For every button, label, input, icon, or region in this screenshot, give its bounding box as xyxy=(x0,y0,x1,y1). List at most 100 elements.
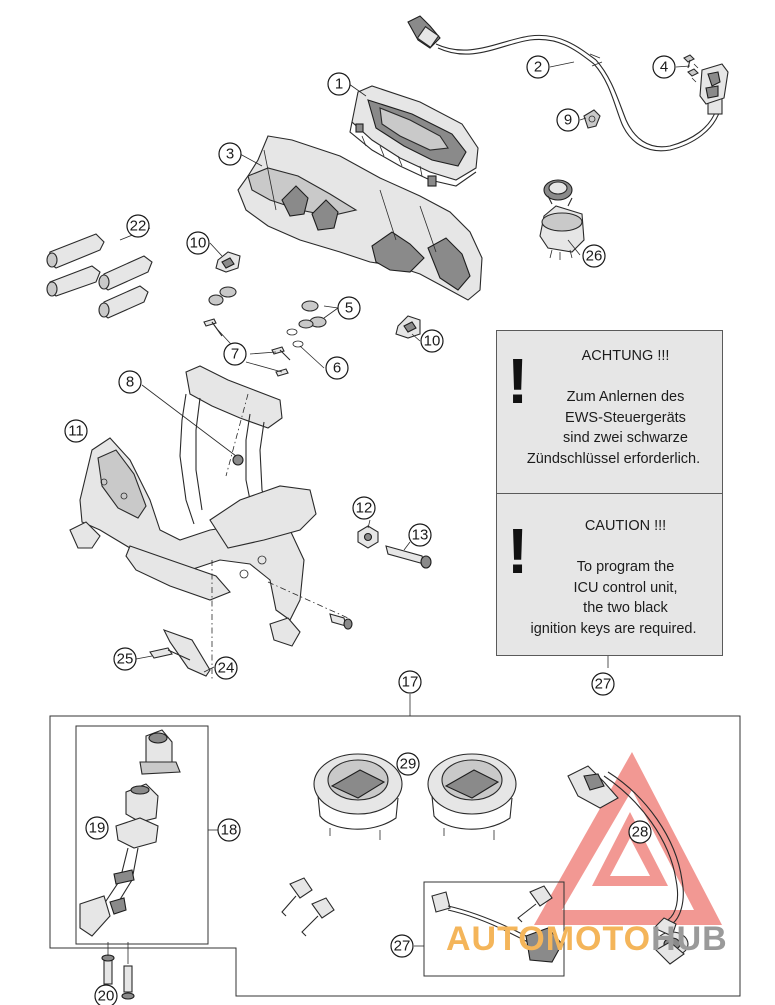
callout-29: 29 xyxy=(396,752,420,776)
notice-text-english: CAUTION !!! To program the ICU control u… xyxy=(509,516,718,639)
callout-label: 28 xyxy=(632,824,649,841)
watermark-part-1: AUTOMOTO xyxy=(446,920,652,958)
callout-label: 10 xyxy=(190,235,207,252)
antenna-cable xyxy=(567,765,689,965)
small-bracket xyxy=(149,629,211,677)
notice-line xyxy=(509,537,718,558)
fuel-caps xyxy=(313,753,517,840)
callout-3: 3 xyxy=(218,142,242,166)
notice-line: ignition keys are required. xyxy=(530,620,697,637)
notice-line: To program the xyxy=(576,559,675,575)
callout-label: 3 xyxy=(226,146,234,163)
assembly-line xyxy=(267,581,349,619)
callout-label: 6 xyxy=(333,360,341,377)
bolt xyxy=(385,545,432,569)
callout-label: 25 xyxy=(117,651,134,668)
notice-german: ! ACHTUNG !!! Zum Anlernen des EWS-Steue… xyxy=(497,331,722,494)
ignition-lock xyxy=(79,729,181,937)
headlight-bracket xyxy=(69,365,317,647)
notice-heading: ACHTUNG !!! xyxy=(581,348,670,364)
ignition-keys xyxy=(281,877,553,937)
callout-27: 27 xyxy=(390,934,414,958)
callout-label: 20 xyxy=(98,988,115,1005)
callout-label: 8 xyxy=(126,374,134,391)
callout-4: 4 xyxy=(652,55,676,79)
connector-kit-box xyxy=(423,881,565,977)
callout-label: 24 xyxy=(218,660,235,677)
callout-label: 2 xyxy=(534,59,542,76)
callout-7: 7 xyxy=(223,342,247,366)
watermark-text: AUTOMOTOHUB xyxy=(446,920,728,959)
callout-label: 19 xyxy=(89,820,106,837)
callout-label: 27 xyxy=(595,676,612,693)
callout-label: 18 xyxy=(221,822,238,839)
cable-clip xyxy=(583,109,601,129)
notice-heading: CAUTION !!! xyxy=(584,518,667,534)
notice-english: ! CAUTION !!! To program the ICU control… xyxy=(497,493,722,655)
callout-label: 9 xyxy=(564,112,572,129)
ignition-lock-kit-box xyxy=(75,725,209,945)
callout-label: 7 xyxy=(231,346,239,363)
callout-28: 28 xyxy=(628,820,652,844)
callout-label: 22 xyxy=(130,218,147,235)
notice-line: ICU control unit, xyxy=(573,579,678,596)
callout-11: 11 xyxy=(64,419,88,443)
protective-sleeves xyxy=(46,233,153,319)
callout-8: 8 xyxy=(118,370,142,394)
callout-24: 24 xyxy=(214,656,238,680)
notice-line: the two black xyxy=(583,600,668,616)
kit-outline xyxy=(49,715,741,997)
callout-label: 10 xyxy=(424,333,441,350)
notice-line: EWS-Steuergeräts xyxy=(565,409,686,426)
clip-right xyxy=(395,315,421,339)
callout-6: 6 xyxy=(325,356,349,380)
frame-bolt xyxy=(329,613,353,630)
callout-label: 17 xyxy=(402,674,419,691)
callout-label: 26 xyxy=(586,248,603,265)
assembly-line xyxy=(225,393,249,477)
callout-label: 27 xyxy=(394,938,411,955)
nut xyxy=(357,525,379,549)
caution-notice: ! ACHTUNG !!! Zum Anlernen des EWS-Steue… xyxy=(496,330,723,656)
callout-2: 2 xyxy=(526,55,550,79)
callout-label: 12 xyxy=(356,500,373,517)
notice-line: sind zwei schwarze xyxy=(563,430,688,446)
callout-10: 10 xyxy=(186,231,210,255)
callout-label: 5 xyxy=(345,300,353,317)
callout-label: 4 xyxy=(660,59,668,76)
callout-26: 26 xyxy=(582,244,606,268)
lock-screws xyxy=(101,942,135,1000)
callout-12: 12 xyxy=(352,496,376,520)
connector-cable xyxy=(431,891,563,963)
callout-20: 20 xyxy=(94,984,118,1005)
callout-label: 1 xyxy=(335,76,343,93)
leader-lines xyxy=(119,61,691,716)
callout-27: 27 xyxy=(591,672,615,696)
notice-line xyxy=(509,367,718,388)
notice-text-german: ACHTUNG !!! Zum Anlernen des EWS-Steuerg… xyxy=(509,346,718,469)
instrument-cluster xyxy=(349,85,479,187)
notice-line: Zündschlüssel erforderlich. xyxy=(526,450,701,467)
clip-left xyxy=(215,251,241,273)
callout-label: 13 xyxy=(412,527,429,544)
notice-line: Zum Anlernen des xyxy=(566,389,685,405)
callout-18: 18 xyxy=(217,818,241,842)
watermark-logo-icon xyxy=(534,752,722,925)
callout-10: 10 xyxy=(420,329,444,353)
watermark-part-2: HUB xyxy=(651,920,728,958)
headlight-mask xyxy=(237,135,483,301)
grommets-and-screws xyxy=(203,286,327,377)
callout-19: 19 xyxy=(85,816,109,840)
socket xyxy=(539,179,585,260)
callout-25: 25 xyxy=(113,647,137,671)
callout-label: 11 xyxy=(68,423,84,440)
mounting-plate xyxy=(683,54,729,105)
callout-9: 9 xyxy=(556,108,580,132)
callout-17: 17 xyxy=(398,670,422,694)
callout-22: 22 xyxy=(126,214,150,238)
callout-5: 5 xyxy=(337,296,361,320)
callout-1: 1 xyxy=(327,72,351,96)
callout-13: 13 xyxy=(408,523,432,547)
callout-label: 29 xyxy=(400,756,417,773)
